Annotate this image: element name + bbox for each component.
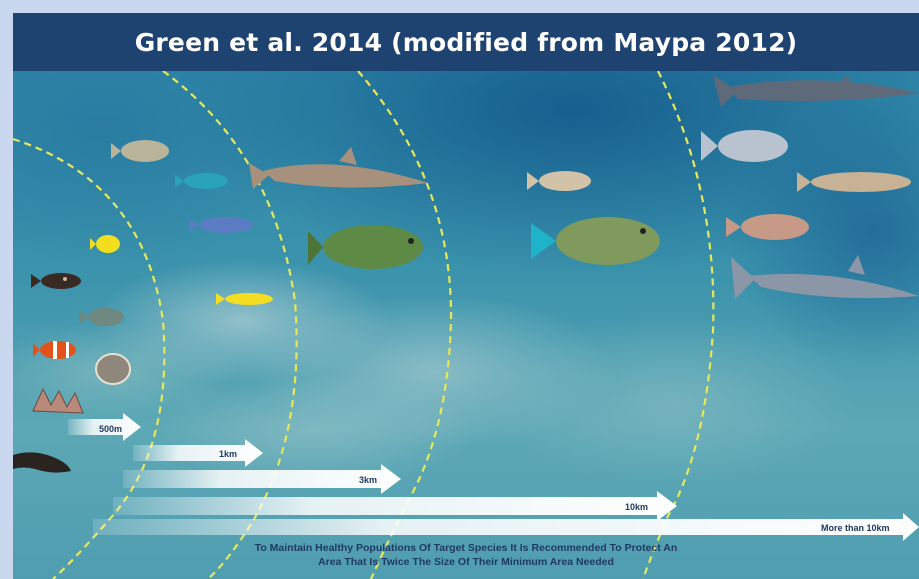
arrow-500m: 500m — [68, 413, 141, 441]
caption-line-2: Area That Is Twice The Size Of Their Min… — [318, 556, 614, 568]
coral-trout-icon — [726, 214, 809, 240]
arrow-label-500m: 500m — [99, 424, 122, 434]
ocean-scene: 500m 1km 3km 10km More than 10km — [13, 71, 919, 579]
range-boundaries — [13, 71, 715, 579]
recommendation-caption: To Maintain Healthy Populations Of Targe… — [13, 541, 919, 569]
yellow-fish-icon — [216, 293, 273, 305]
wrasse-icon — [189, 217, 253, 233]
boundary-1km — [162, 71, 298, 579]
figure-title: Green et al. 2014 (modified from Maypa 2… — [134, 27, 798, 57]
arrow-10km: 10km — [113, 491, 677, 521]
reef-shark-icon — [249, 147, 428, 189]
snapper-small-icon — [527, 171, 591, 191]
trevally-icon — [701, 130, 788, 162]
arrow-more-than-10km: More than 10km — [93, 513, 919, 541]
arrow-1km: 1km — [133, 439, 263, 467]
rabbitfish-icon — [111, 140, 169, 162]
title-bar: Green et al. 2014 (modified from Maypa 2… — [13, 13, 919, 71]
arrow-label-1km: 1km — [219, 449, 237, 459]
open-ocean-shark-icon — [713, 75, 919, 107]
organisms — [13, 75, 919, 473]
nudibranch-icon — [32, 387, 84, 414]
diagram-overlay: 500m 1km 3km 10km More than 10km — [13, 71, 919, 579]
yellow-tang-icon — [90, 235, 120, 253]
sea-cucumber-icon — [13, 452, 71, 473]
range-arrows: 500m 1km 3km 10km More than 10km — [68, 413, 919, 541]
arrow-3km: 3km — [123, 464, 401, 494]
bumphead-parrotfish-icon — [531, 217, 660, 265]
boundary-10km — [641, 71, 715, 579]
arrow-label-10km: 10km — [625, 502, 648, 512]
reef-fish-icon — [79, 308, 124, 326]
giant-clam-icon — [95, 353, 131, 385]
arrow-label-more-than-10km: More than 10km — [821, 523, 890, 533]
grey-shark-icon — [731, 255, 919, 299]
caption-line-1: To Maintain Healthy Populations Of Targe… — [254, 542, 678, 554]
boundary-3km — [357, 71, 453, 579]
grouper-small-icon — [31, 273, 81, 289]
napoleon-wrasse-icon — [308, 225, 423, 269]
parrotfish-blue-icon — [175, 173, 228, 189]
clownfish-icon — [33, 341, 76, 359]
mackerel-icon — [797, 172, 911, 192]
arrow-label-3km: 3km — [359, 475, 377, 485]
boundary-500m — [13, 137, 166, 579]
